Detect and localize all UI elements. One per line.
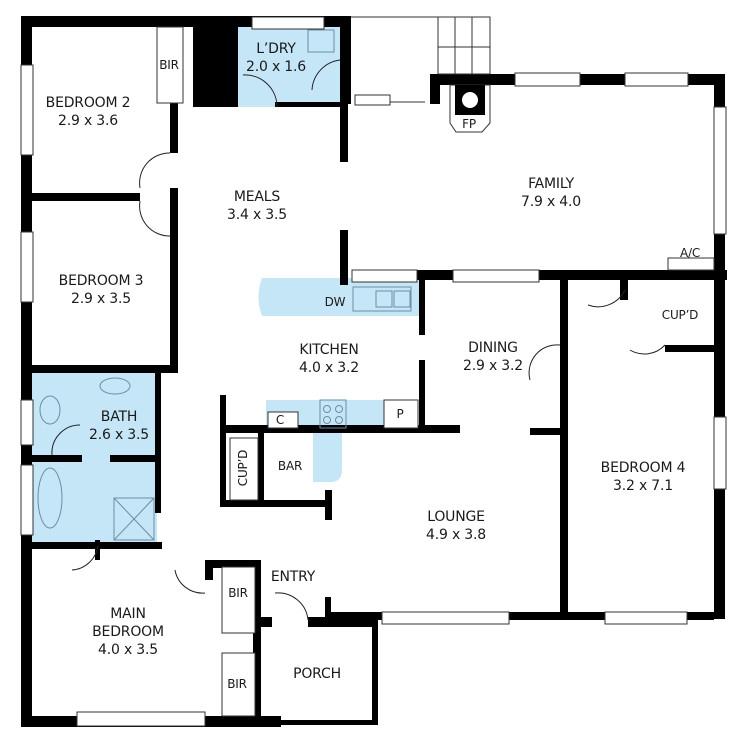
windows — [20, 16, 727, 727]
room-lounge: LOUNGE 4.9 x 3.8 — [426, 508, 486, 544]
room-name: MAIN — [110, 606, 146, 622]
room-dims: 3.2 x 7.1 — [613, 478, 673, 494]
room-name: BEDROOM 3 — [58, 273, 144, 289]
room-dims: 4.0 x 3.2 — [299, 360, 359, 376]
bir-label: BIR — [159, 58, 179, 72]
room-dims: 2.9 x 3.5 — [71, 291, 131, 307]
room-name: BEDROOM — [92, 624, 164, 640]
room-dining: DINING 2.9 x 3.2 — [463, 339, 523, 375]
room-bath: BATH 2.6 x 3.5 — [89, 408, 149, 444]
room-name: LOUNGE — [427, 509, 485, 525]
room-laundry: L’DRY 2.0 x 1.6 — [246, 40, 306, 76]
bir-label: BIR — [227, 677, 247, 691]
room-dims: 2.0 x 1.6 — [246, 59, 306, 75]
fixtures — [37, 29, 412, 541]
room-dims: 2.6 x 3.5 — [89, 427, 149, 443]
fireplace-icon — [449, 84, 491, 133]
cupboard-label: CUP’D — [236, 449, 250, 487]
room-name: BATH — [100, 409, 138, 425]
room-name: DINING — [468, 340, 518, 356]
room-dims: 2.9 x 3.6 — [58, 113, 118, 129]
room-family: FAMILY 7.9 x 4.0 — [521, 175, 581, 211]
room-bedroom3: BEDROOM 3 2.9 x 3.5 — [59, 272, 144, 308]
room-dims: 7.9 x 4.0 — [521, 194, 581, 210]
bar-label: BAR — [277, 459, 303, 473]
room-dims: 2.9 x 3.2 — [463, 358, 523, 374]
room-name: FAMILY — [528, 176, 574, 192]
room-meals: MEALS 3.4 x 3.5 — [227, 188, 287, 224]
room-name: BEDROOM 2 — [45, 95, 131, 111]
walls — [21, 16, 727, 727]
cupboard-label: CUP’D — [661, 308, 699, 322]
room-dims: 4.0 x 3.5 — [98, 642, 158, 658]
bir-label: BIR — [228, 586, 248, 600]
door-swings — [51, 59, 666, 621]
dishwasher-label: DW — [324, 295, 346, 309]
room-name: MEALS — [233, 189, 281, 205]
porch-label: PORCH — [293, 666, 341, 682]
room-name: BEDROOM 4 — [600, 460, 686, 476]
room-kitchen: KITCHEN 4.0 x 3.2 — [299, 341, 359, 377]
ac-label: A/C — [679, 246, 701, 260]
room-bedroom2: BEDROOM 2 2.9 x 3.6 — [46, 94, 131, 130]
room-main-bedroom: MAIN BEDROOM 4.0 x 3.5 — [92, 605, 164, 659]
pantry-label: P — [396, 407, 404, 421]
room-dims: 4.9 x 3.8 — [426, 527, 486, 543]
room-name: KITCHEN — [299, 342, 359, 358]
cooktop-label: C — [275, 413, 285, 427]
room-bedroom4: BEDROOM 4 3.2 x 7.1 — [601, 459, 686, 495]
room-name: L’DRY — [256, 41, 296, 57]
fireplace-label: FP — [462, 117, 476, 131]
room-dims: 3.4 x 3.5 — [227, 207, 287, 223]
entry-label: ENTRY — [270, 569, 316, 585]
stairs — [351, 16, 491, 103]
